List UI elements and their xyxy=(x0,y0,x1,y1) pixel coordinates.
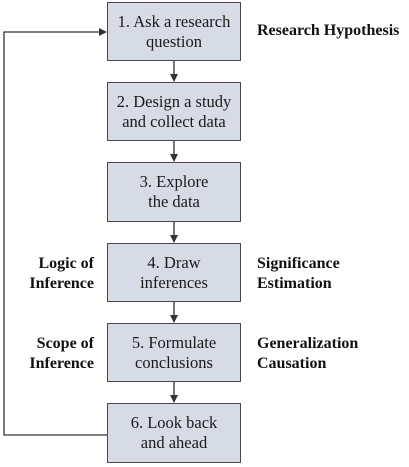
step-1-box: 1. Ask a research question xyxy=(107,2,241,61)
step-5-line-1: 5. Formulate xyxy=(131,332,217,352)
label-logic-of-inference: Logic of Inference xyxy=(29,254,94,294)
label-inference-logic: Inference xyxy=(29,275,94,292)
step-5-line-2: conclusions xyxy=(135,352,213,372)
feedback-loop-arrow xyxy=(3,28,107,436)
label-causation: Causation xyxy=(257,355,327,372)
step-6-line-2: and ahead xyxy=(140,433,208,452)
step-3-line-2: the data xyxy=(148,192,200,211)
label-scope-of-inference: Scope of Inference xyxy=(29,334,94,374)
label-logic-of: Logic of xyxy=(38,255,94,272)
label-significance-estimation: Significance Estimation xyxy=(257,254,340,294)
step-2-box: 2. Design a study and collect data xyxy=(107,82,241,141)
label-scope-of: Scope of xyxy=(36,335,94,352)
step-4-box: 4. Draw inferences xyxy=(107,243,241,302)
step-6-line-1: 6. Look back xyxy=(130,413,218,432)
step-2-line-2: and collect data xyxy=(122,111,226,131)
step-1-line-2: question xyxy=(146,31,202,51)
step-1-line-1: 1. Ask a research xyxy=(117,11,231,31)
step-3-line-1: 3. Explore xyxy=(139,172,209,191)
label-generalization-causation: Generalization Causation xyxy=(257,334,358,374)
step-4-line-2: inferences xyxy=(140,272,208,292)
step-2-line-1: 2. Design a study xyxy=(116,91,232,111)
label-research-hypothesis: Research Hypothesis xyxy=(257,22,400,39)
label-generalization: Generalization xyxy=(257,335,359,352)
label-estimation: Estimation xyxy=(257,275,332,292)
step-5-box: 5. Formulate conclusions xyxy=(107,323,241,382)
label-inference-scope: Inference xyxy=(29,355,94,372)
step-4-line-1: 4. Draw xyxy=(147,252,201,272)
step-6-box: 6. Look back and ahead xyxy=(107,403,241,463)
label-significance: Significance xyxy=(257,255,340,272)
step-3-box: 3. Explore the data xyxy=(107,162,241,222)
